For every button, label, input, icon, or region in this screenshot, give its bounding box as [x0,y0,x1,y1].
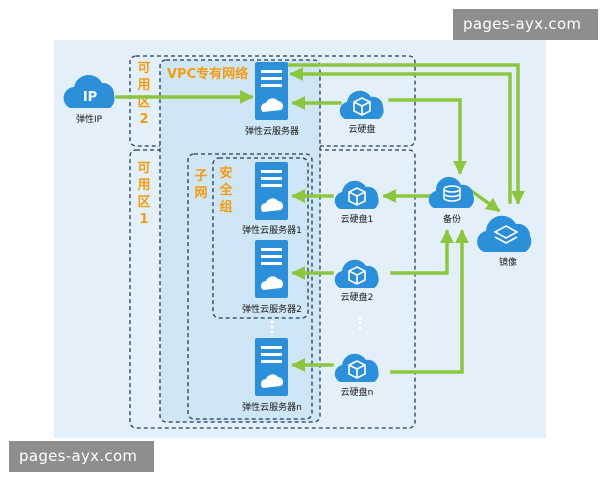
elastic-ip-caption: 弹性IP [76,113,103,125]
subnet-box [187,153,313,420]
server-to-mirror-line-a [288,63,525,205]
disk-2-icon [334,259,379,288]
watermark-bottom: pages-ayx.com [9,441,154,472]
disk-top-label: 云硬盘 [348,123,375,135]
secgroup-label-char: 安 [219,165,232,181]
backup-to-mirror-line [467,187,501,213]
zone-1-label-char: 1 [139,212,148,227]
mirror-to-server-line-b [289,67,512,204]
disk2-to-backup-arrow [390,229,454,275]
secgroup-label-char: 组 [219,199,232,215]
watermark-top: pages-ayx.com [453,9,598,40]
subnet-label-char: 网 [194,186,207,201]
zone-2-label-char: 可 [137,61,150,76]
server-1-label: 弹性云服务器1 [242,224,302,236]
server-2-icon [255,240,288,298]
disk-to-backup-arrow [388,98,467,175]
elastic-ip-icon: IP [63,74,115,108]
security-group-box [212,157,309,319]
server-n-label: 弹性云服务器n [242,401,302,413]
disk-1-label: 云硬盘1 [341,213,374,225]
zone-1-label-char: 区 [137,195,150,210]
vpc-box [159,59,321,423]
mirror-icon [477,215,532,252]
disk-top-icon [339,90,384,119]
server-top-icon [255,62,288,120]
server-1-icon [255,162,288,220]
zone-2-label-char: 用 [136,78,150,93]
connector-lines [115,63,525,374]
server-n-icon [255,338,288,396]
mirror-label: 镜像 [499,256,517,268]
disk-1-icon [334,180,379,209]
disk-2-label: 云硬盘2 [341,291,374,303]
zone-2-label-char: 2 [139,112,148,127]
server-top-label: 弹性云服务器 [245,125,299,137]
vertical-ellipsis-icon [270,316,362,334]
server-2-label: 弹性云服务器2 [242,303,302,315]
backup-icon [428,176,474,208]
diskn-to-backup-arrow [390,229,469,374]
disk-n-icon [334,353,379,382]
vpc-label: VPC专有网络 [167,66,248,82]
disk-n-label: 云硬盘n [341,386,374,398]
zone-1-label-char: 用 [136,178,150,193]
backup-label: 备份 [443,213,461,225]
subnet-label-char: 子 [194,169,207,184]
ip-badge: IP [83,90,97,105]
secgroup-label-char: 全 [218,182,233,198]
zone-1-label-char: 可 [137,161,150,176]
